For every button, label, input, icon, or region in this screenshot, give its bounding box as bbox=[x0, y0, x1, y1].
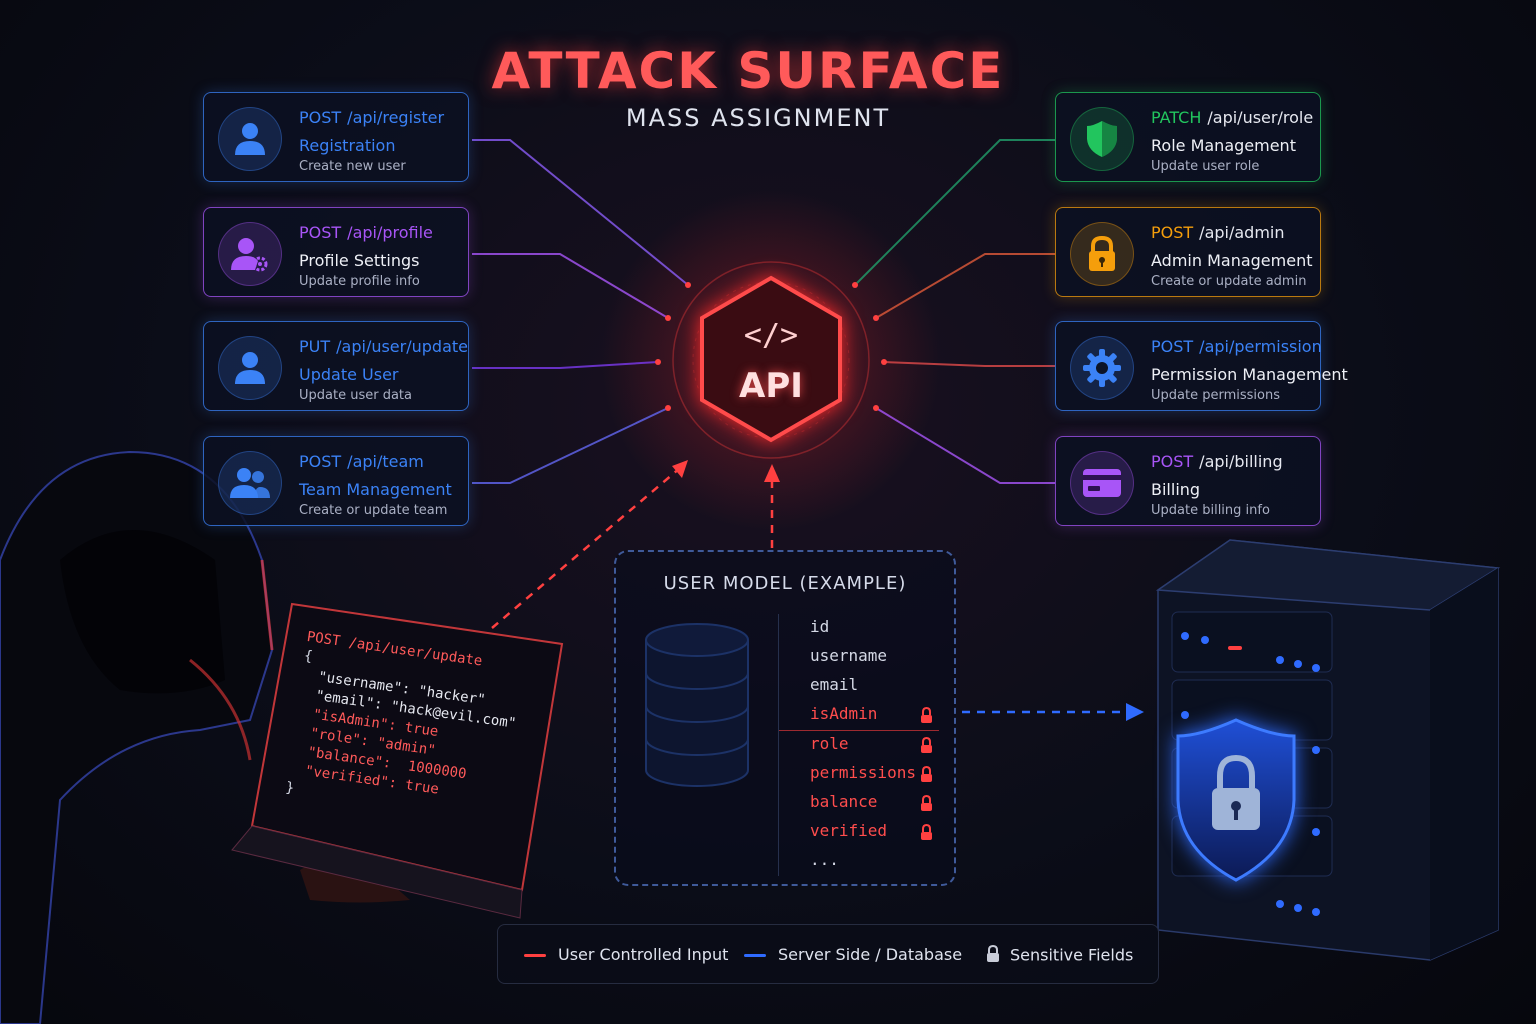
lock-icon bbox=[1070, 222, 1134, 286]
api-label: API bbox=[700, 366, 842, 406]
endpoint-name: Permission Management bbox=[1151, 365, 1348, 384]
model-field-permissions: permissions bbox=[779, 760, 939, 789]
endpoint-name: Profile Settings bbox=[299, 251, 419, 270]
endpoint-path: POST/api/billing bbox=[1151, 452, 1283, 471]
credit-card-icon bbox=[1070, 451, 1134, 515]
model-field-more: ... bbox=[779, 847, 939, 876]
lock-icon bbox=[920, 823, 933, 849]
endpoint-description: Create or update admin bbox=[1151, 274, 1306, 289]
endpoint-description: Update billing info bbox=[1151, 503, 1270, 518]
endpoint-card-api-permission[interactable]: POST/api/permission Permission Managemen… bbox=[1055, 321, 1321, 411]
endpoint-description: Update permissions bbox=[1151, 388, 1280, 403]
endpoint-path: POST/api/team bbox=[299, 452, 424, 471]
endpoint-path: POST/api/permission bbox=[1151, 337, 1322, 356]
laptop-screen: POST /api/user/update{ "username": "hack… bbox=[258, 604, 564, 834]
endpoint-card-api-user-role[interactable]: PATCH/api/user/role Role Management Upda… bbox=[1055, 92, 1321, 182]
model-field-email: email bbox=[779, 672, 939, 701]
endpoint-description: Create new user bbox=[299, 159, 406, 174]
legend-server-side: Server Side / Database bbox=[744, 945, 962, 964]
user-icon bbox=[218, 336, 282, 400]
code-icon: </> bbox=[700, 318, 842, 353]
model-field-id: id bbox=[779, 614, 939, 643]
user-icon bbox=[218, 107, 282, 171]
legend-blue-swatch bbox=[744, 954, 766, 957]
legend-sensitive: Sensitive Fields bbox=[986, 945, 1133, 967]
endpoint-card-api-billing[interactable]: POST/api/billing Billing Update billing … bbox=[1055, 436, 1321, 526]
server-icon bbox=[1158, 540, 1498, 960]
user-model-title: USER MODEL (EXAMPLE) bbox=[614, 573, 956, 594]
endpoint-path: PATCH/api/user/role bbox=[1151, 108, 1313, 127]
endpoint-description: Update user data bbox=[299, 388, 412, 403]
endpoint-name: Role Management bbox=[1151, 136, 1296, 155]
endpoint-description: Update profile info bbox=[299, 274, 420, 289]
legend: User Controlled Input Server Side / Data… bbox=[497, 924, 1159, 984]
legend-user-input: User Controlled Input bbox=[524, 945, 728, 964]
endpoint-name: Registration bbox=[299, 136, 395, 155]
endpoint-path: POST/api/admin bbox=[1151, 223, 1285, 242]
endpoint-card-api-user-update[interactable]: PUT/api/user/update Update User Update u… bbox=[203, 321, 469, 411]
gear-icon bbox=[1070, 336, 1134, 400]
lock-icon bbox=[920, 736, 933, 762]
model-field-isAdmin: isAdmin bbox=[779, 701, 939, 731]
model-field-balance: balance bbox=[779, 789, 939, 818]
lock-icon bbox=[920, 765, 933, 791]
endpoint-path: POST/api/profile bbox=[299, 223, 433, 242]
endpoint-name: Update User bbox=[299, 365, 399, 384]
endpoint-description: Create or update team bbox=[299, 503, 447, 518]
endpoint-name: Team Management bbox=[299, 480, 452, 499]
shield-icon bbox=[1070, 107, 1134, 171]
endpoint-path: POST/api/register bbox=[299, 108, 444, 127]
model-field-username: username bbox=[779, 643, 939, 672]
endpoint-card-api-admin[interactable]: POST/api/admin Admin Management Create o… bbox=[1055, 207, 1321, 297]
endpoint-card-api-team[interactable]: POST/api/team Team Management Create or … bbox=[203, 436, 469, 526]
users-icon bbox=[218, 451, 282, 515]
attacker-payload: POST /api/user/update{ "username": "hack… bbox=[284, 629, 525, 829]
endpoint-card-api-register[interactable]: POST/api/register Registration Create ne… bbox=[203, 92, 469, 182]
endpoint-name: Billing bbox=[1151, 480, 1200, 499]
user-gear-icon bbox=[218, 222, 282, 286]
legend-red-swatch bbox=[524, 954, 546, 957]
model-field-verified: verified bbox=[779, 818, 939, 847]
lock-icon bbox=[920, 706, 933, 732]
lock-icon bbox=[920, 794, 933, 820]
endpoint-description: Update user role bbox=[1151, 159, 1259, 174]
endpoint-card-api-profile[interactable]: POST/api/profile Profile Settings Update… bbox=[203, 207, 469, 297]
endpoint-name: Admin Management bbox=[1151, 251, 1312, 270]
model-field-role: role bbox=[779, 731, 939, 760]
endpoint-path: PUT/api/user/update bbox=[299, 337, 468, 356]
lock-icon bbox=[986, 945, 1000, 967]
